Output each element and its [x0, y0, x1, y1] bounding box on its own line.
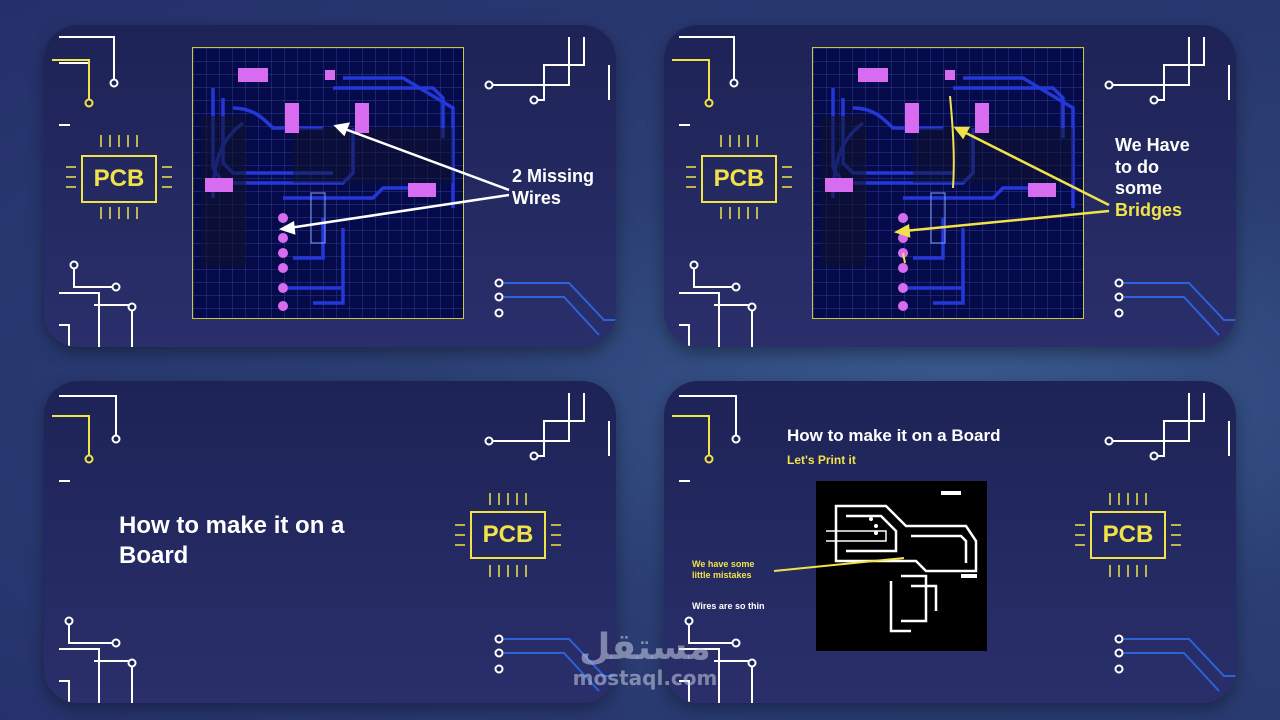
annotation-bridges: We Have to do some Bridges	[1115, 135, 1190, 221]
mistake-pointer	[773, 557, 905, 572]
title-line: Board	[119, 542, 189, 569]
circuit-decoration	[672, 393, 1236, 703]
pcb-badge: PCB	[701, 155, 777, 203]
chip-pins-icon	[455, 493, 561, 577]
circuit-decoration	[52, 36, 616, 347]
annotation-missing-wires: 2 Missing Wires	[512, 166, 594, 209]
circuit-decoration	[672, 36, 1236, 347]
annotation-line: Wires	[512, 187, 561, 208]
slide-missing-wires: PCB	[44, 25, 616, 347]
slide-bridges: PCB	[664, 25, 1236, 347]
slide-print-board: How to make it on a Board Let's Print it…	[664, 381, 1236, 703]
annotation-line: some	[1115, 178, 1163, 199]
pcb-traces	[201, 68, 455, 311]
chip-pins-icon	[1075, 493, 1181, 577]
pcb-badge: PCB	[1090, 511, 1166, 559]
pcb-badge: PCB	[81, 155, 157, 203]
pcb-badge: PCB	[470, 511, 546, 559]
slide-title: How to make it on a Board	[787, 426, 1001, 445]
pcb-layout-view	[192, 47, 464, 319]
chip-pins-icon	[66, 135, 172, 219]
pcb-layout-view	[812, 47, 1084, 319]
annotation-line: We Have	[1115, 135, 1190, 155]
pcb-traces	[821, 68, 1075, 311]
annotation-line: to do	[1115, 156, 1159, 177]
annotation-arrows	[893, 126, 1110, 238]
watermark-latin: mostaql.com	[572, 666, 718, 690]
slide-title-board: How to make it on a Board PCB	[44, 381, 616, 703]
circuit-decoration	[52, 393, 616, 703]
watermark-logo: مستقل mostaql.com	[560, 627, 730, 691]
slide-subtitle: Let's Print it	[787, 453, 856, 467]
annotation-arrows	[278, 122, 510, 235]
annotation-line: 2 Missing	[512, 166, 595, 186]
note-line: We have some	[692, 559, 755, 569]
annotation-highlight: Bridges	[1115, 199, 1183, 220]
watermark-arabic: مستقل	[579, 627, 711, 668]
note-mistakes: We have some little mistakes	[692, 559, 754, 581]
note-thin-wires: Wires are so thin	[692, 601, 765, 611]
note-line: little mistakes	[692, 569, 752, 580]
chip-pins-icon	[686, 135, 792, 219]
title-line: How to make it on a	[119, 512, 345, 539]
printed-pcb-image	[816, 481, 987, 651]
slide-title: How to make it on a Board	[119, 511, 344, 571]
